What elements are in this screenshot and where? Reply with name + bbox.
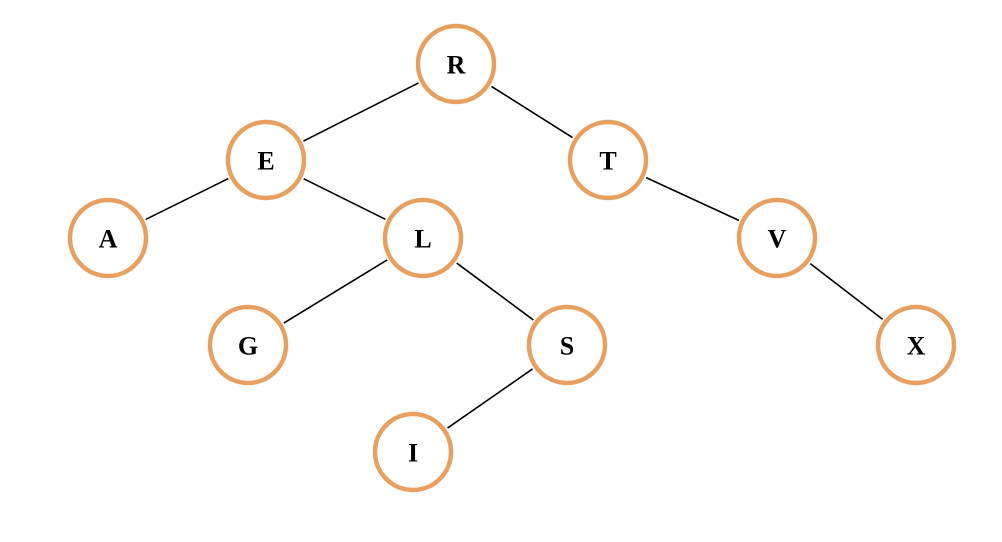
- edge-t-v: [645, 176, 740, 222]
- edge-e-l: [303, 177, 386, 221]
- nodes-layer: R E T A L V G S X I: [67, 23, 957, 493]
- node-circle: [415, 23, 497, 105]
- node-a: A: [67, 197, 149, 279]
- node-label: L: [414, 225, 431, 254]
- node-circle: [875, 304, 957, 386]
- node-r: R: [415, 23, 497, 105]
- edge-l-s: [456, 262, 534, 321]
- node-circle: [526, 304, 608, 386]
- edge-l-g: [283, 259, 388, 324]
- edge-v-x: [809, 262, 884, 321]
- node-label: I: [408, 439, 418, 468]
- node-label: T: [599, 147, 616, 176]
- node-label: G: [238, 332, 258, 361]
- node-label: E: [257, 147, 274, 176]
- node-x: X: [875, 304, 957, 386]
- node-label: S: [560, 332, 574, 361]
- node-e: E: [225, 119, 307, 201]
- node-circle: [225, 119, 307, 201]
- node-circle: [736, 197, 818, 279]
- node-g: G: [207, 304, 289, 386]
- node-i: I: [372, 411, 454, 493]
- node-circle: [207, 304, 289, 386]
- edge-e-a: [145, 177, 229, 221]
- edges-layer: [145, 82, 884, 429]
- edge-r-t: [491, 85, 573, 139]
- node-circle: [567, 119, 649, 201]
- node-s: S: [526, 304, 608, 386]
- node-v: V: [736, 197, 818, 279]
- node-label: R: [447, 51, 466, 80]
- edge-s-i: [447, 368, 533, 429]
- node-l: L: [382, 197, 464, 279]
- node-circle: [372, 411, 454, 493]
- edge-r-e: [303, 82, 419, 142]
- node-circle: [382, 197, 464, 279]
- node-label: V: [768, 225, 787, 254]
- node-t: T: [567, 119, 649, 201]
- node-label: X: [907, 332, 926, 361]
- node-label: A: [99, 225, 118, 254]
- node-circle: [67, 197, 149, 279]
